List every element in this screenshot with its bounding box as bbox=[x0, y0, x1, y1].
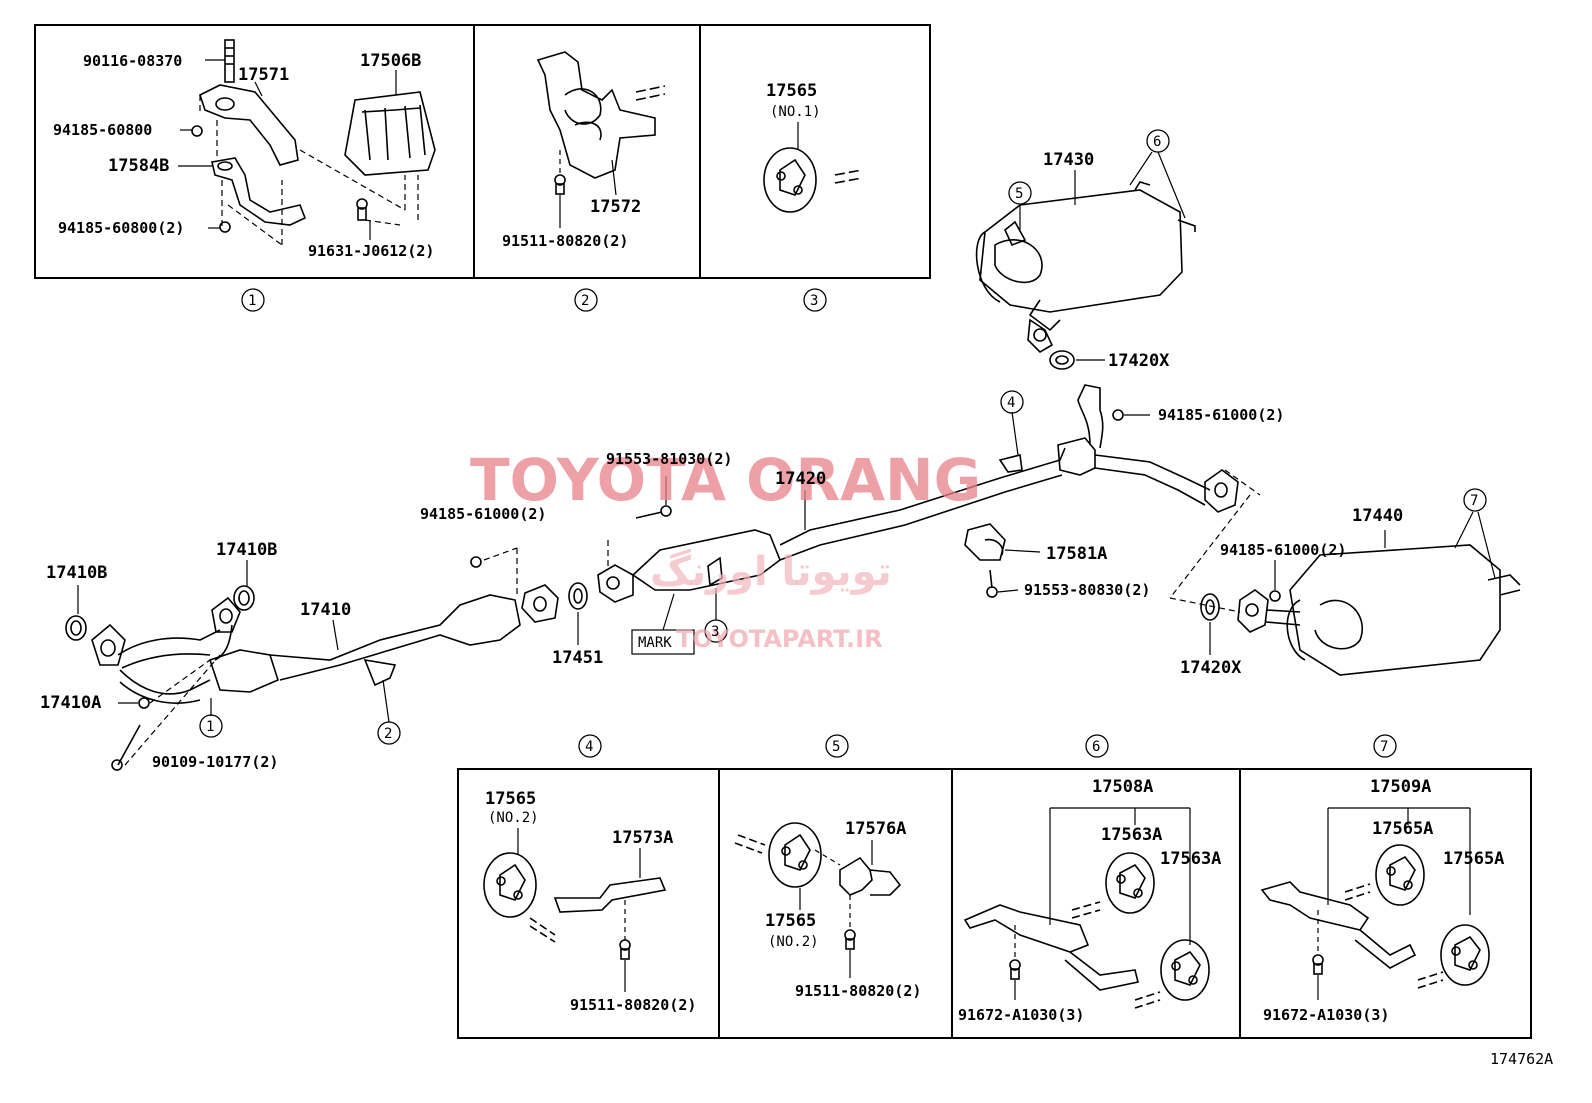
detail-4-drawing bbox=[483, 828, 667, 992]
callout-3-top: 3 bbox=[810, 293, 818, 309]
label-91511-80820-top: 91511-80820(2) bbox=[502, 232, 628, 250]
label-17420X-bottom: 17420X bbox=[1180, 658, 1242, 678]
callout-7-main: 7 bbox=[1470, 493, 1478, 509]
label-94185-61000-b: 94185-61000(2) bbox=[1158, 406, 1284, 424]
label-17410A: 17410A bbox=[40, 693, 101, 713]
callout-1-main: 1 bbox=[206, 719, 214, 735]
label-17581A: 17581A bbox=[1046, 544, 1107, 564]
label-90109-10177: 90109-10177(2) bbox=[152, 753, 278, 771]
callout-2-main: 2 bbox=[384, 726, 392, 742]
label-17565-no1: 17565 bbox=[766, 81, 817, 101]
label-17410B-right: 17410B bbox=[216, 540, 277, 560]
label-17563A-b: 17563A bbox=[1160, 849, 1221, 869]
label-17563A-a: 17563A bbox=[1101, 825, 1162, 845]
label-17451: 17451 bbox=[552, 648, 603, 668]
detail-3-drawing bbox=[763, 122, 863, 213]
label-17565-d4: 17565 bbox=[485, 789, 536, 809]
label-91672-A1030-d6: 91672-A1030(3) bbox=[958, 1006, 1084, 1024]
figure-id: 174762A bbox=[1490, 1050, 1553, 1068]
label-17572: 17572 bbox=[590, 197, 641, 217]
watermark: TOYOTA ORANG تویوتا اورنگ TOYOTAPART.IR bbox=[470, 446, 981, 653]
detail-6-drawing bbox=[963, 807, 1210, 1009]
label-17565-d5: 17565 bbox=[765, 911, 816, 931]
label-17410: 17410 bbox=[300, 600, 351, 620]
label-17430: 17430 bbox=[1043, 150, 1094, 170]
callout-6-main: 6 bbox=[1153, 134, 1161, 150]
label-17565A-a: 17565A bbox=[1372, 819, 1433, 839]
label-17440: 17440 bbox=[1352, 506, 1403, 526]
label-17506B: 17506B bbox=[360, 51, 421, 71]
watermark-site: TOYOTAPART.IR bbox=[676, 625, 883, 653]
label-90116-08370: 90116-08370 bbox=[83, 52, 182, 70]
label-mark: MARK bbox=[638, 635, 672, 651]
label-94185-60800: 94185-60800 bbox=[53, 121, 152, 139]
label-17410B-left: 17410B bbox=[46, 563, 107, 583]
label-17573A: 17573A bbox=[612, 828, 673, 848]
label-17584B: 17584B bbox=[108, 156, 169, 176]
label-91511-80820-d5: 91511-80820(2) bbox=[795, 982, 921, 1000]
label-91631-J0612: 91631-J0612(2) bbox=[308, 242, 434, 260]
detail-2-drawing bbox=[536, 51, 666, 228]
label-17565A-b: 17565A bbox=[1443, 849, 1504, 869]
label-no1: (NO.1) bbox=[770, 104, 821, 120]
callout-2-top: 2 bbox=[581, 293, 589, 309]
detail-box-bottom bbox=[457, 768, 1532, 1039]
watermark-brand: TOYOTA ORANG bbox=[470, 446, 981, 514]
label-91553-80830: 91553-80830(2) bbox=[1024, 581, 1150, 599]
callout-4-bottom: 4 bbox=[585, 739, 593, 755]
label-91672-A1030-d7: 91672-A1030(3) bbox=[1263, 1006, 1389, 1024]
label-94185-61000-c: 94185-61000(2) bbox=[1220, 541, 1346, 559]
label-17420: 17420 bbox=[775, 469, 826, 489]
label-94185-60800-2: 94185-60800(2) bbox=[58, 219, 184, 237]
label-91553-81030: 91553-81030(2) bbox=[606, 450, 732, 468]
label-no2-d5: (NO.2) bbox=[768, 934, 819, 950]
callout-4-main: 4 bbox=[1007, 395, 1015, 411]
main-assembly bbox=[65, 151, 1521, 771]
callout-5-bottom: 5 bbox=[832, 739, 840, 755]
callout-6-bottom: 6 bbox=[1092, 739, 1100, 755]
callout-circles bbox=[199, 129, 1487, 758]
label-94185-61000-a: 94185-61000(2) bbox=[420, 505, 546, 523]
detail-5-drawing bbox=[734, 822, 902, 978]
label-17508A: 17508A bbox=[1092, 777, 1153, 797]
watermark-arabic: تویوتا اورنگ bbox=[650, 548, 892, 595]
callout-5-main: 5 bbox=[1015, 186, 1023, 202]
label-17571: 17571 bbox=[238, 65, 289, 85]
label-17509A: 17509A bbox=[1370, 777, 1431, 797]
labels: 90116-08370 17571 17506B 94185-60800 175… bbox=[40, 51, 1553, 1068]
callout-1-top: 1 bbox=[248, 293, 256, 309]
label-17576A: 17576A bbox=[845, 819, 906, 839]
callout-7-bottom: 7 bbox=[1380, 739, 1388, 755]
detail-1-drawing bbox=[178, 39, 436, 246]
detail-7-drawing bbox=[1260, 807, 1490, 1000]
detail-box-top bbox=[34, 24, 931, 279]
label-17420X-top: 17420X bbox=[1108, 351, 1170, 371]
label-no2-d4: (NO.2) bbox=[488, 810, 539, 826]
callout-3-main: 3 bbox=[711, 624, 719, 640]
label-91511-80820-d4: 91511-80820(2) bbox=[570, 996, 696, 1014]
